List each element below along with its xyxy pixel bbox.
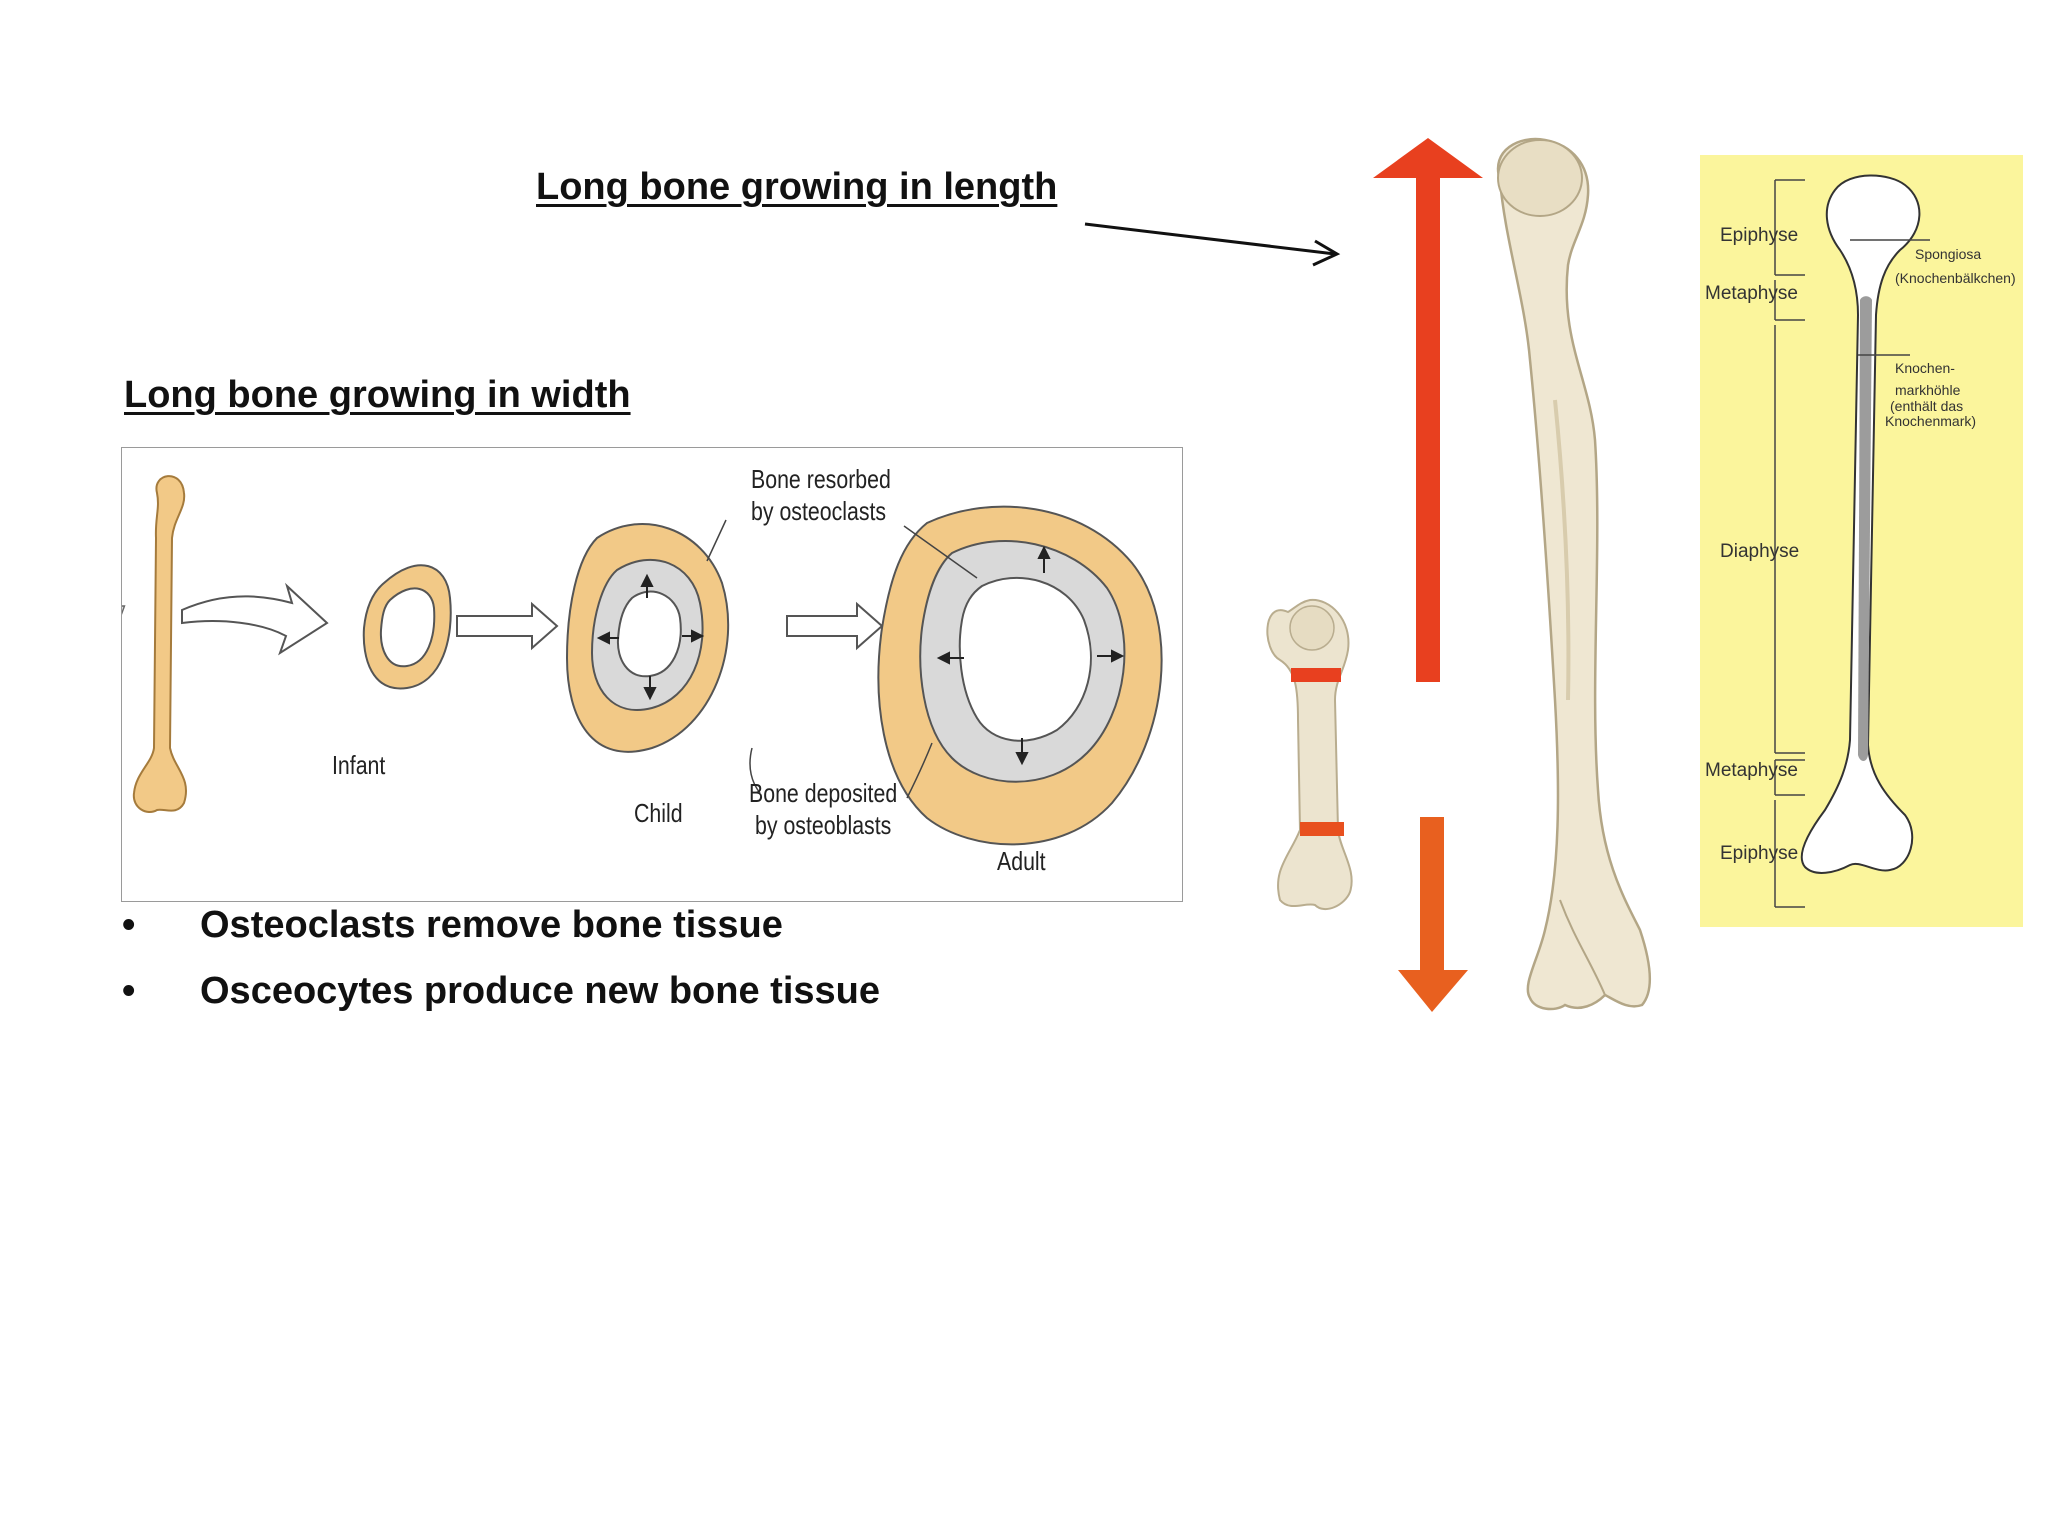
label-spongiosa-1: Spongiosa xyxy=(1915,246,1982,262)
label-epiphyse-top: Epiphyse xyxy=(1720,225,1799,246)
label-markhoehle-1: Knochen- xyxy=(1895,360,1955,376)
label-adult: Adult xyxy=(997,846,1046,876)
bone-section-drawing xyxy=(1774,174,1930,908)
label-markhoehle-3: (enthält das xyxy=(1890,398,1964,414)
heading-length-growth: Long bone growing in length xyxy=(536,166,1058,208)
label-diaphyse: Diaphyse xyxy=(1720,541,1800,562)
pointer-arrow xyxy=(1084,222,1341,267)
label-deposited-1: Bone deposited xyxy=(749,778,898,808)
large-bone xyxy=(1496,137,1652,1011)
cross-section-callout-arrow xyxy=(181,582,329,656)
label-markhoehle-2: markhöhle xyxy=(1895,382,1961,398)
leader-lines xyxy=(706,519,978,799)
long-bone-icon xyxy=(122,475,187,813)
bullet-text: Osceocytes produce new bone tissue xyxy=(200,970,880,1012)
bullet-marker: • xyxy=(122,904,136,946)
heading-width-growth: Long bone growing in width xyxy=(124,374,631,416)
region-brackets xyxy=(1774,179,1930,908)
label-deposited-2: by osteoblasts xyxy=(755,810,892,840)
stage-arrow-2 xyxy=(786,601,884,651)
label-spongiosa-2: (Knochenbälkchen) xyxy=(1895,270,2016,286)
label-child: Child xyxy=(634,798,683,828)
child-cross-section xyxy=(565,523,730,753)
growth-arrow-down xyxy=(1398,817,1468,1012)
small-bone xyxy=(1266,598,1353,911)
label-markhoehle-4: Knochenmark) xyxy=(1885,413,1977,429)
bone-section-panel: Epiphyse Metaphyse Diaphyse Metaphyse Ep… xyxy=(1700,155,2023,927)
marrow-cavity xyxy=(1858,296,1872,761)
width-growth-diagram: Infant Child Adult Bone resorbed by oste… xyxy=(121,447,1183,902)
bullet-marker: • xyxy=(122,970,136,1012)
growth-arrow-up xyxy=(1373,138,1483,682)
adult-cross-section xyxy=(877,505,1163,846)
width-growth-drawing xyxy=(122,475,1163,846)
stage-arrow-1 xyxy=(456,601,559,651)
label-epiphyse-bottom: Epiphyse xyxy=(1720,843,1799,864)
bullet-text: Osteoclasts remove bone tissue xyxy=(200,904,783,946)
label-metaphyse-top: Metaphyse xyxy=(1705,283,1798,304)
infant-cross-section xyxy=(362,564,452,690)
label-infant: Infant xyxy=(332,750,386,780)
label-resorbed-1: Bone resorbed xyxy=(751,464,891,494)
label-metaphyse-bottom: Metaphyse xyxy=(1705,760,1798,781)
label-resorbed-2: by osteoclasts xyxy=(751,496,887,526)
